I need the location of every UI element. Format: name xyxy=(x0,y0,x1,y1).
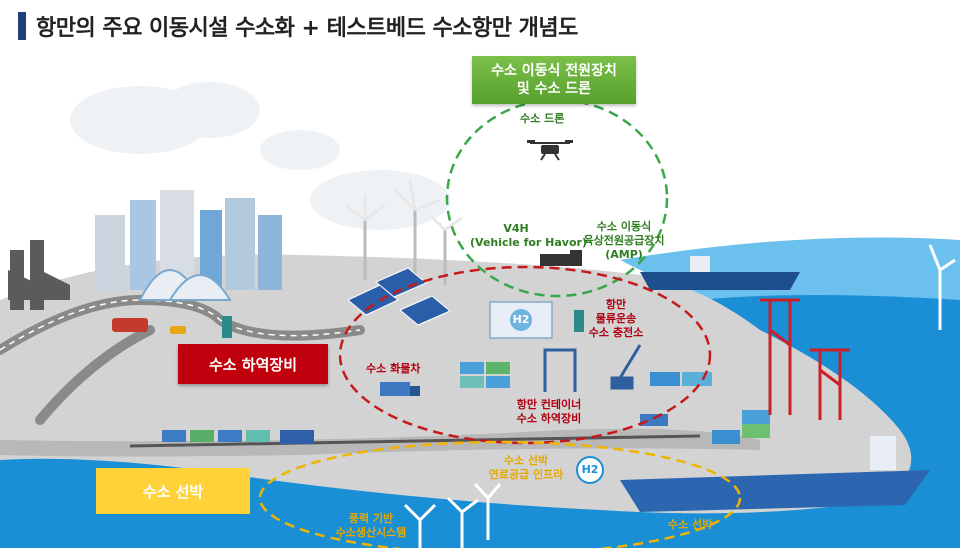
h2-tank-label: H2 xyxy=(512,313,530,326)
amp-label-line3: (AMP) xyxy=(605,248,643,261)
v4h-label: V4H (Vehicle for Havor) xyxy=(470,222,587,250)
fuel-infra-label: 수소 선박 연료공급 인프라 xyxy=(480,454,572,482)
container-label-line2: 수소 하역장비 xyxy=(516,412,582,425)
reach-stacker-icon xyxy=(610,344,642,390)
logistics-label-line2: 물류운송 xyxy=(595,312,637,325)
logistics-charging-label: 항만 물류운송 수소 충전소 xyxy=(586,298,646,340)
logistics-label-line1: 항만 xyxy=(605,298,627,311)
title-accent-bar xyxy=(18,12,26,40)
bus-icon xyxy=(112,318,186,334)
hydrogen-truck-icon xyxy=(380,382,668,426)
container-ship-upper-icon xyxy=(640,256,800,290)
container-ship-lower-icon xyxy=(620,436,930,512)
truck-label: 수소 화물차 xyxy=(366,362,421,375)
wind-turbines-offshore-icon xyxy=(403,244,956,548)
v4h-label-line2: (Vehicle for Havor) xyxy=(470,236,587,249)
amp-label-line1: 수소 이동식 xyxy=(596,220,652,233)
wind-label-line1: 풍력 기반 xyxy=(348,512,394,525)
wind-hydrogen-label: 풍력 기반 수소생산시스템 xyxy=(325,512,417,540)
fuel-label-line1: 수소 선박 xyxy=(503,454,549,467)
container-equipment-label: 항만 컨테이너 수소 하역장비 xyxy=(504,398,594,426)
amp-label: 수소 이동식 육상전원공급장치 (AMP) xyxy=(575,220,673,262)
city-buildings-icon xyxy=(95,190,282,301)
container-label-line1: 항만 컨테이너 xyxy=(516,398,582,411)
gantry-cranes-icon xyxy=(760,298,850,420)
v4h-vehicle-icon xyxy=(540,250,582,266)
amp-drone-box-line2: 및 수소 드론 xyxy=(516,81,592,97)
amp-drone-box-line1: 수소 이동식 전원장치 xyxy=(491,63,617,79)
solar-panels-icon xyxy=(347,267,451,326)
straddle-carrier-icon xyxy=(543,348,577,392)
factory-icon xyxy=(8,240,70,310)
h2-bubble-label: H2 xyxy=(581,463,599,476)
wind-label-line2: 수소생산시스템 xyxy=(335,526,407,539)
vessel-box: 수소 선박 xyxy=(96,468,250,514)
h2-bubble-icon xyxy=(576,456,604,484)
page-title: 항만의 주요 이동시설 수소화 + 테스트베드 수소항만 개념도 xyxy=(36,16,578,41)
amp-label-line2: 육상전원공급장치 xyxy=(583,234,665,247)
amp-drone-box: 수소 이동식 전원장치 및 수소 드론 xyxy=(472,56,636,104)
hydrogen-tank-icon xyxy=(489,301,553,339)
clouds xyxy=(70,82,450,230)
drone-icon xyxy=(527,140,573,161)
train-icon xyxy=(162,430,314,444)
red-dashed-zone xyxy=(338,265,712,445)
drone-label: 수소 드론 xyxy=(520,112,565,125)
containers-icon xyxy=(460,362,770,444)
yellow-dashed-zone xyxy=(258,440,742,548)
charging-station-icon xyxy=(222,310,584,338)
v4h-label-line1: V4H xyxy=(503,222,529,235)
logistics-label-line3: 수소 충전소 xyxy=(588,326,644,339)
ship-label: 수소 선박 xyxy=(668,518,713,531)
rail-track xyxy=(129,434,701,448)
fuel-label-line2: 연료공급 인프라 xyxy=(488,468,564,481)
cargo-equipment-box: 수소 하역장비 xyxy=(178,344,328,384)
road-markings xyxy=(0,299,361,351)
